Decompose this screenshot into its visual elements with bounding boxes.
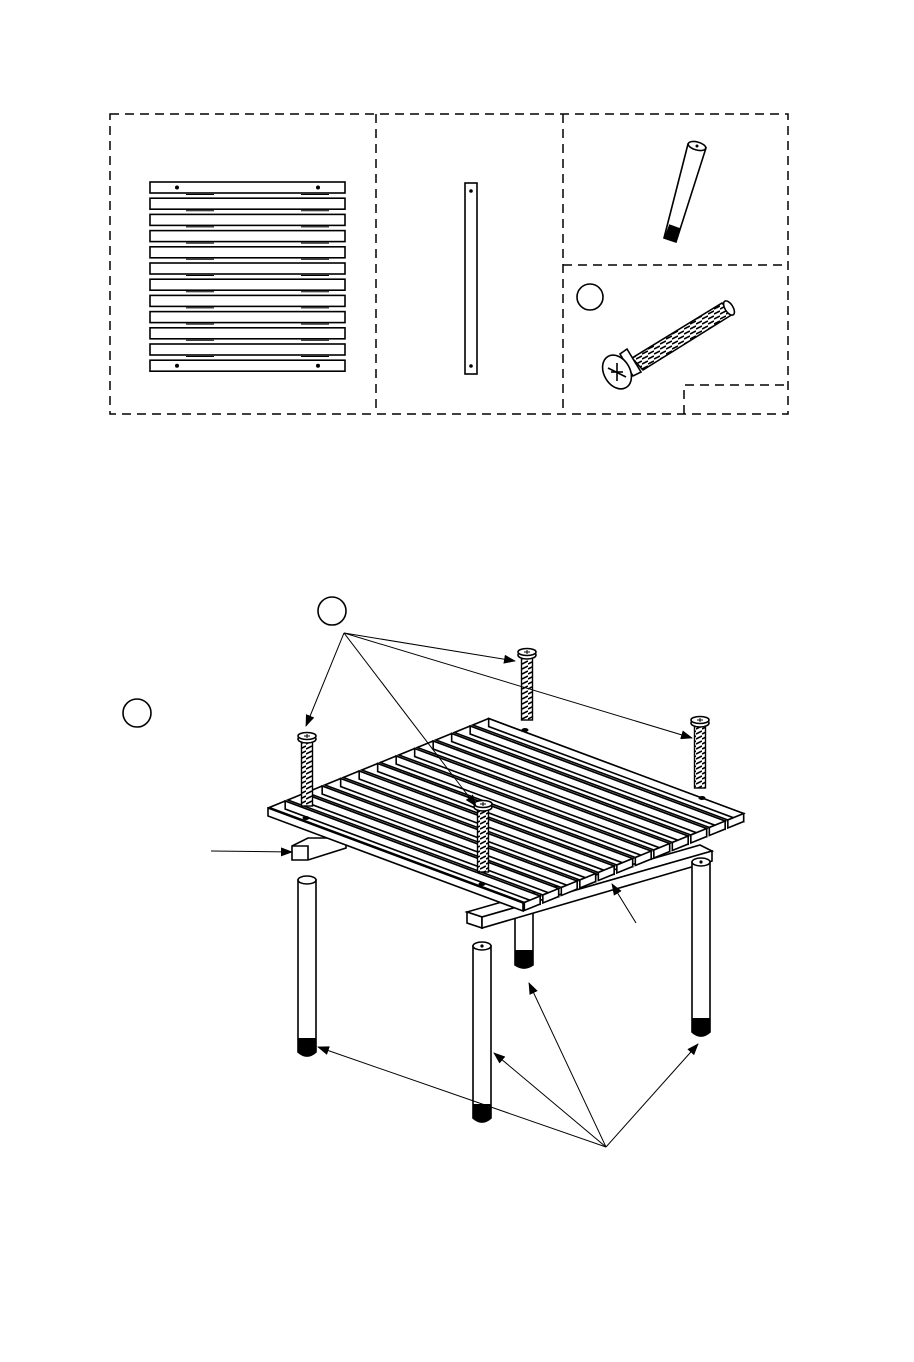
- slat-3: [150, 214, 345, 225]
- leg-icon: [664, 140, 707, 242]
- slat-6: [150, 263, 345, 274]
- slat-5: [150, 247, 345, 258]
- screw-icon: [577, 284, 737, 394]
- slat-10: [150, 328, 345, 339]
- parts-screw-badge: [577, 284, 603, 310]
- slat-11: [150, 344, 345, 355]
- leg-front-left: [298, 876, 316, 1056]
- parts-qty-box: [684, 385, 788, 414]
- slat-panel-icon: [150, 182, 345, 371]
- screw: [691, 717, 709, 789]
- slat-8: [150, 295, 345, 306]
- slat-2: [150, 198, 345, 209]
- slat-12: [150, 360, 345, 371]
- step-number-badge: [123, 699, 151, 727]
- screw-callout-badge: [318, 597, 346, 625]
- slat-4: [150, 231, 345, 242]
- leg-front-right: [692, 858, 710, 1036]
- tabletop-slats: [268, 719, 744, 911]
- rail-icon: [465, 183, 477, 374]
- slat-9: [150, 312, 345, 323]
- leader-lines: [211, 633, 698, 1147]
- slat-1: [150, 182, 345, 193]
- screw: [518, 649, 536, 721]
- assembly-drawing: [123, 597, 744, 1147]
- leg-front-center: [473, 942, 491, 1122]
- parts-list-panel: [110, 114, 788, 414]
- slat-7: [150, 279, 345, 290]
